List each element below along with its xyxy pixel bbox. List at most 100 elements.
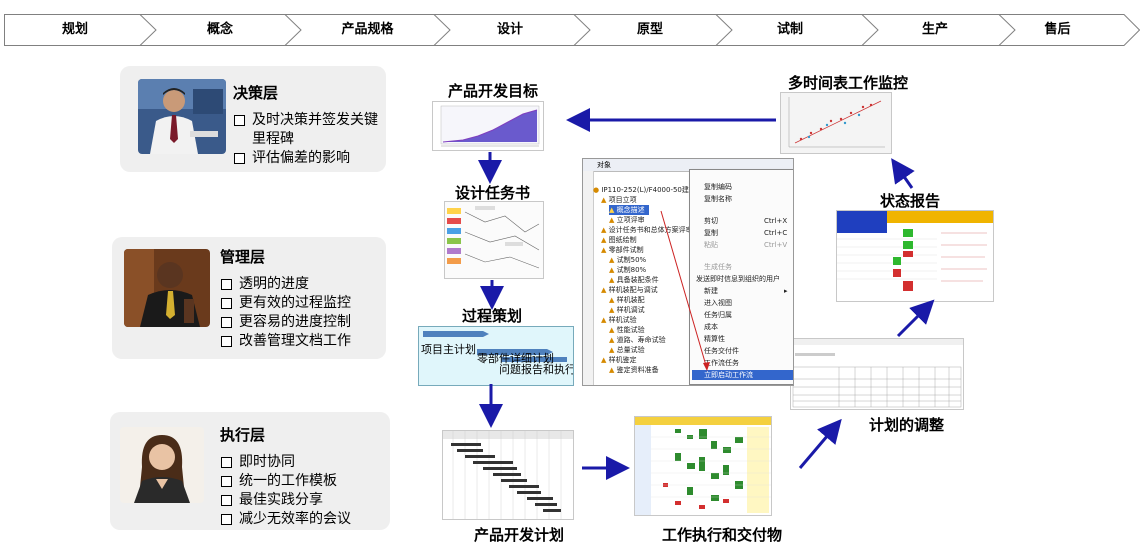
bullet-text: 评估偏差的影响 — [252, 150, 350, 166]
menu-new[interactable]: 新建 — [704, 287, 718, 295]
tree-row[interactable]: ▲ 鉴定资料准备 — [609, 365, 659, 375]
tree-row[interactable]: ▲ 试制80% — [609, 265, 646, 275]
manager-photo — [124, 249, 210, 327]
phase-concept: 概念 — [206, 22, 233, 37]
tree-row[interactable]: ▲ 性能试验 — [609, 325, 645, 335]
process-plan-label: 过程策划 — [462, 307, 523, 325]
task-icon: ▲ — [609, 336, 615, 344]
task-icon: ▲ — [609, 296, 615, 304]
task-icon: ▲ — [609, 346, 615, 354]
menu-copy[interactable]: 复制 — [704, 229, 718, 237]
main-plan-text: 项目主计划 — [421, 343, 476, 356]
phase-production: 生产 — [921, 22, 948, 37]
task-icon: ▲ — [609, 266, 615, 274]
tree-row-label: 鉴定资料准备 — [616, 366, 659, 374]
bullet-item: 评估偏差的影响 — [234, 149, 384, 168]
task-icon: ▲ — [601, 356, 607, 364]
parts-plan-text: 零部件详细计划 — [477, 352, 554, 365]
tree-row-label: 项目立项 — [608, 196, 637, 204]
menu-paste-shortcut: Ctrl+V — [764, 241, 788, 249]
menu-start-workflow[interactable]: 立即启动工作流 — [692, 370, 793, 380]
tree-row[interactable]: ▲ 样机装配 — [609, 295, 645, 305]
bullet-item: 统一的工作模板 — [221, 472, 386, 491]
task-icon: ▲ — [609, 366, 615, 374]
bullet-item: 最佳实践分享 — [221, 491, 386, 510]
bullet-item: 及时决策并签发关键里程碑 — [234, 111, 384, 149]
dev-goal-label: 产品开发目标 — [448, 82, 539, 100]
bullet-text: 改善管理文档工作 — [239, 333, 351, 349]
tree-row[interactable]: ▲ 设计任务书和总体方案评审 — [601, 225, 693, 235]
tree-row-label: 样机装配与调试 — [608, 286, 658, 294]
menu-cut-shortcut: Ctrl+X — [764, 217, 788, 225]
menu-enter-view[interactable]: 进入视图 — [704, 299, 732, 307]
tree-row[interactable]: ▲ 项目立项 — [601, 195, 637, 205]
menu-copy-code[interactable]: 复制编码 — [704, 183, 732, 191]
tree-row[interactable]: ▲ 零部件试制 — [601, 245, 644, 255]
task-icon: ▲ — [601, 196, 607, 204]
task-icon: ▲ — [609, 276, 615, 284]
phase-prototype: 原型 — [636, 22, 663, 37]
menu-paste[interactable]: 粘贴 — [704, 241, 718, 249]
menu-generate-task[interactable]: 生成任务 — [704, 263, 732, 271]
tree-row-label: 立项评审 — [616, 216, 645, 224]
bullet-text: 即时协同 — [239, 454, 295, 470]
monitor-label: 多时间表工作监控 — [788, 74, 909, 92]
menu-deliverables[interactable]: 任务交付件 — [704, 347, 739, 355]
task-icon: ▲ — [609, 306, 615, 314]
tree-row-label: 试制80% — [616, 266, 647, 274]
issue-report-text: 问题报告和执行 — [499, 363, 574, 376]
menu-cost[interactable]: 成本 — [704, 323, 718, 331]
tree-row-selected[interactable]: ▲ 概念描述 — [609, 205, 649, 215]
tree-row[interactable]: ▲ 试制50% — [609, 255, 646, 265]
phase-planning: 规划 — [61, 22, 88, 37]
tree-row-label: 试制50% — [616, 256, 647, 264]
management-layer-bullets: 透明的进度 更有效的过程监控 更容易的进度控制 改善管理文档工作 — [221, 275, 386, 351]
bullet-item: 透明的进度 — [221, 275, 386, 294]
context-menu: 复制编码 复制名称 剪切 Ctrl+X 复制 Ctrl+C 粘贴 Ctrl+V … — [689, 169, 793, 385]
bullet-item: 更有效的过程监控 — [221, 294, 386, 313]
bullet-text: 更容易的进度控制 — [239, 314, 351, 330]
bullet-item: 减少无效率的会议 — [221, 510, 386, 529]
bullet-item: 改善管理文档工作 — [221, 332, 386, 351]
tree-row[interactable]: ▲ 具备装配条件 — [609, 275, 659, 285]
tree-row[interactable]: ▲ 立项评审 — [609, 215, 645, 225]
tree-root-label: IP110-252(L)/F4000-50建 G32 R606) — [601, 186, 729, 194]
goal-chart-thumbnail — [432, 101, 544, 151]
menu-accuracy[interactable]: 精算性 — [704, 335, 725, 343]
decision-layer-bullets: 及时决策并签发关键里程碑 评估偏差的影响 — [234, 111, 384, 168]
deliverables-sheet-thumbnail — [634, 416, 772, 516]
tree-row-label: 道路、寿命试验 — [616, 336, 666, 344]
menu-cut[interactable]: 剪切 — [704, 217, 718, 225]
bullet-text: 透明的进度 — [239, 276, 309, 292]
phase-chevron-bar — [4, 14, 1140, 46]
tree-row-label: 具备装配条件 — [616, 276, 659, 284]
menu-copy-name[interactable]: 复制名称 — [704, 195, 732, 203]
tree-row-label: 样机调试 — [616, 306, 645, 314]
tree-row[interactable]: ▲ 道路、寿命试验 — [609, 335, 666, 345]
menu-send-message[interactable]: 发送即时信息到组织的用户 — [696, 275, 780, 283]
execution-layer-bullets: 即时协同 统一的工作模板 最佳实践分享 减少无效率的会议 — [221, 453, 386, 529]
bullet-text: 最佳实践分享 — [239, 492, 323, 508]
task-icon: ▲ — [609, 206, 615, 214]
menu-workflow-task[interactable]: 工作流任务 — [704, 359, 739, 367]
tree-row[interactable]: ▲ 样机鉴定 — [601, 355, 637, 365]
tree-row[interactable]: ▲ 总量试验 — [609, 345, 645, 355]
execution-label: 工作执行和交付物 — [662, 526, 783, 544]
task-icon: ▲ — [601, 316, 607, 324]
bullet-text: 及时决策并签发关键里程碑 — [252, 112, 378, 147]
tree-row-label: 总量试验 — [616, 346, 645, 354]
tree-header — [583, 159, 793, 172]
management-layer-title: 管理层 — [220, 248, 266, 266]
task-icon: ▲ — [601, 286, 607, 294]
tree-row[interactable]: ▲ 样机装配与调试 — [601, 285, 658, 295]
tree-root[interactable]: ● IP110-252(L)/F4000-50建 G32 R606) — [593, 185, 729, 195]
tree-row[interactable]: ▲ 样机调试 — [609, 305, 645, 315]
tree-row[interactable]: ▲ 样机试验 — [601, 315, 637, 325]
bullet-text: 更有效的过程监控 — [239, 295, 351, 311]
phase-trial: 试制 — [776, 22, 803, 37]
task-icon: ▲ — [609, 256, 615, 264]
task-book-label: 设计任务书 — [455, 184, 531, 202]
tree-row-label: 图纸绘制 — [608, 236, 637, 244]
tree-row[interactable]: ▲ 图纸绘制 — [601, 235, 637, 245]
menu-task-owner[interactable]: 任务归属 — [704, 311, 732, 319]
